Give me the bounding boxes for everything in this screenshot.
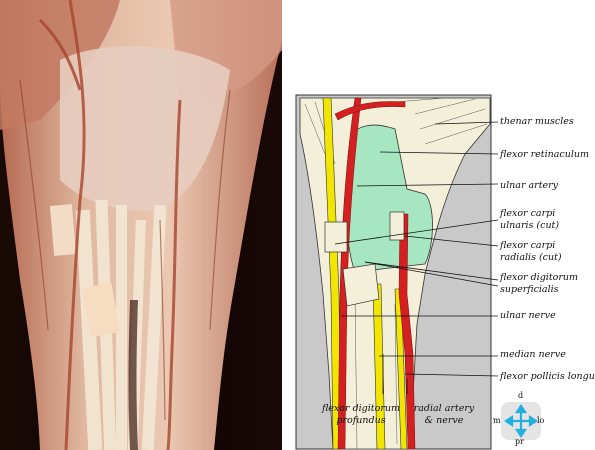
label-line: flexor carpi xyxy=(500,240,556,251)
median-nerve-shape xyxy=(372,283,386,450)
radial-artery-shape xyxy=(398,213,416,450)
compass-arrows-icon xyxy=(501,402,541,440)
flexor-digitorum-superficialis-cut xyxy=(342,263,380,307)
label-flexor-digitorum-profundus: flexor digitorum profundus xyxy=(316,403,406,427)
flexor-carpi-ulnaris-cut xyxy=(324,221,348,253)
palmar-arch-shape xyxy=(334,101,406,121)
label-flexor-digitorum-superficialis: flexor digitorum superficialis xyxy=(500,272,578,296)
compass-top-label: d xyxy=(518,391,524,400)
flexor-carpi-radialis-cut xyxy=(389,211,405,241)
label-median-nerve: median nerve xyxy=(500,349,566,360)
label-line: profundus xyxy=(336,415,386,426)
label-line: radial artery xyxy=(413,403,475,414)
dissection-photo xyxy=(0,0,282,450)
label-flexor-carpi-radialis: flexor carpi radialis (cut) xyxy=(500,240,562,264)
ulnar-artery-shape xyxy=(337,97,362,450)
label-line: superficialis xyxy=(500,284,559,295)
label-radial-artery-nerve: radial artery & nerve xyxy=(408,403,480,427)
label-line: flexor digitorum xyxy=(500,272,579,283)
label-flexor-carpi-ulnaris: flexor carpi ulnaris (cut) xyxy=(500,208,559,232)
label-flexor-pollicis-longus: flexor pollicis longus xyxy=(500,371,595,382)
label-line: flexor carpi xyxy=(500,208,556,219)
orientation-compass: d pr m lo xyxy=(493,391,545,446)
compass-right-label: lo xyxy=(537,416,545,425)
wrist-anatomy-diagram xyxy=(295,94,499,450)
label-thenar-muscles: thenar muscles xyxy=(500,116,574,127)
label-line: & nerve xyxy=(424,415,464,426)
label-line: ulnaris (cut) xyxy=(500,220,560,231)
compass-bottom-label: pr xyxy=(515,437,524,446)
compass-left-label: m xyxy=(493,416,501,425)
label-line: radialis (cut) xyxy=(500,252,562,263)
label-ulnar-nerve: ulnar nerve xyxy=(500,310,556,321)
label-ulnar-artery: ulnar artery xyxy=(500,180,559,191)
label-line: flexor digitorum xyxy=(321,403,401,414)
label-flexor-retinaculum: flexor retinaculum xyxy=(500,149,590,160)
